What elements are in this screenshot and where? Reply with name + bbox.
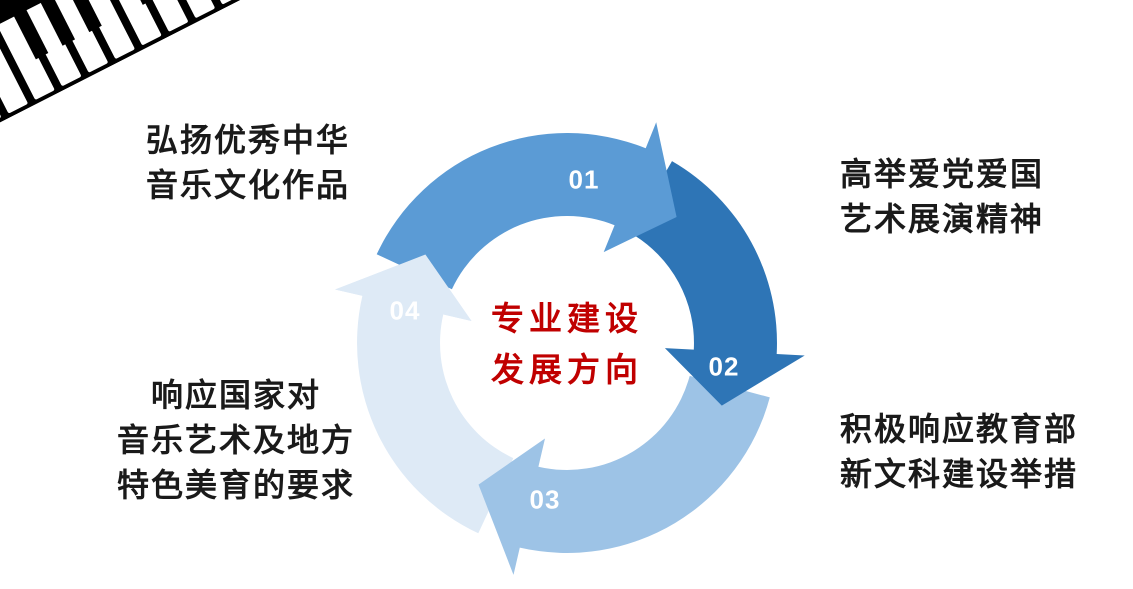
- segment-01-number: 01: [568, 164, 600, 195]
- segment-01-arrow: [376, 122, 677, 290]
- segment-02-number: 02: [708, 351, 740, 382]
- segment-04-number: 04: [389, 295, 421, 326]
- segment-03-arrow: [478, 375, 770, 575]
- label-bottom-right-line1: 积极响应教育部: [840, 411, 1079, 447]
- label-top-right: 高举爱党爱国 艺术展演精神: [840, 152, 1044, 242]
- label-bottom-right: 积极响应教育部 新文科建设举措: [840, 407, 1078, 497]
- label-top-right-line1: 高举爱党爱国: [840, 156, 1045, 192]
- piano-keyboard-graphic: [0, 0, 289, 149]
- center-title-line1: 专业建设: [491, 299, 643, 337]
- label-top-left-line2: 音乐文化作品: [145, 167, 350, 203]
- label-bottom-left-line3: 特色美育的要求: [116, 467, 355, 503]
- label-bottom-left: 响应国家对 音乐艺术及地方 特色美育的要求: [100, 373, 372, 508]
- center-title-line2: 发展方向: [491, 351, 643, 388]
- label-top-left-line1: 弘扬优秀中华: [145, 122, 350, 158]
- label-bottom-right-line2: 新文科建设举措: [840, 456, 1079, 492]
- diagram-center-title: 专业建设 发展方向: [491, 293, 643, 395]
- label-top-right-line2: 艺术展演精神: [840, 201, 1045, 237]
- segment-02-arrow: [630, 161, 805, 406]
- label-top-left: 弘扬优秀中华 音乐文化作品: [115, 118, 381, 208]
- segment-03-number: 03: [529, 484, 561, 515]
- segment-04-arrowhead: [335, 254, 472, 321]
- label-bottom-left-line1: 响应国家对: [150, 377, 321, 413]
- label-bottom-left-line2: 音乐艺术及地方: [116, 422, 355, 458]
- piano-keyboard-icon: [0, 0, 289, 149]
- segment-04-arrow: [335, 254, 514, 534]
